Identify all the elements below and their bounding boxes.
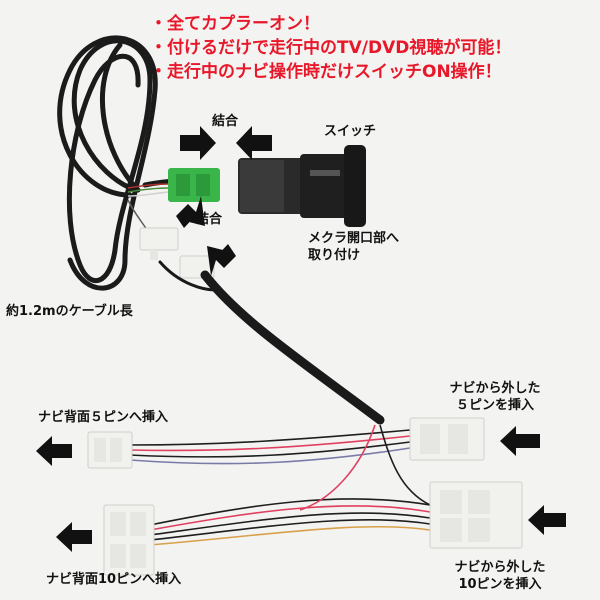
from-nav-10pin-connector — [429, 481, 523, 549]
arrow-icon — [56, 522, 92, 552]
join-label-top: 結合 — [212, 114, 239, 129]
mount-label-line-2: 取り付け — [308, 248, 361, 263]
arrow-icon — [528, 505, 566, 535]
arrow-icon — [36, 436, 72, 466]
nav-5pin-connector — [87, 431, 133, 469]
green-connector — [168, 168, 220, 202]
cable-length-label: 約1.2mのケーブル長 — [6, 304, 133, 319]
arrow-icon — [500, 426, 540, 456]
join-label-mid: 結合 — [196, 212, 223, 227]
mount-label-line-1: メクラ開口部へ — [308, 231, 400, 246]
switch-label: スイッチ — [324, 124, 377, 139]
headline-line-2: ・付けるだけで走行中のTV/DVD視聴が可能！ — [150, 38, 512, 58]
arrow-icon — [176, 196, 205, 228]
arrow-icon — [180, 126, 216, 160]
arrow-icon — [207, 244, 236, 276]
coiled-cable — [57, 35, 203, 291]
nav-back-5pin-label: ナビ背面５ピンへ挿入 — [38, 410, 169, 425]
green-connector-wires — [127, 183, 169, 236]
from-nav-5pin-label-line-2: ５ピンを挿入 — [455, 398, 534, 413]
from-nav-10pin-label-line-1: ナビから外した — [454, 560, 546, 575]
switch-body — [238, 145, 366, 227]
from-nav-5pin-connector — [409, 417, 485, 461]
from-nav-5pin-label-line-1: ナビから外した — [449, 381, 541, 396]
nav-back-10pin-label: ナビ背面10ピンへ挿入 — [46, 572, 182, 587]
headline-line-1: ・全てカプラーオン！ — [150, 14, 320, 34]
headline-line-3: ・走行中のナビ操作時だけスイッチON操作！ — [150, 62, 502, 82]
main-cable — [158, 260, 385, 425]
white-connector-small — [139, 227, 215, 279]
harness-wires — [129, 424, 431, 546]
headline: ・全てカプラーオン！ ・付けるだけで走行中のTV/DVD視聴が可能！ ・走行中の… — [150, 12, 590, 84]
arrow-icon — [236, 126, 272, 160]
nav-10pin-connector — [103, 504, 155, 576]
from-nav-10pin-label-line-2: 10ピンを挿入 — [458, 577, 542, 592]
